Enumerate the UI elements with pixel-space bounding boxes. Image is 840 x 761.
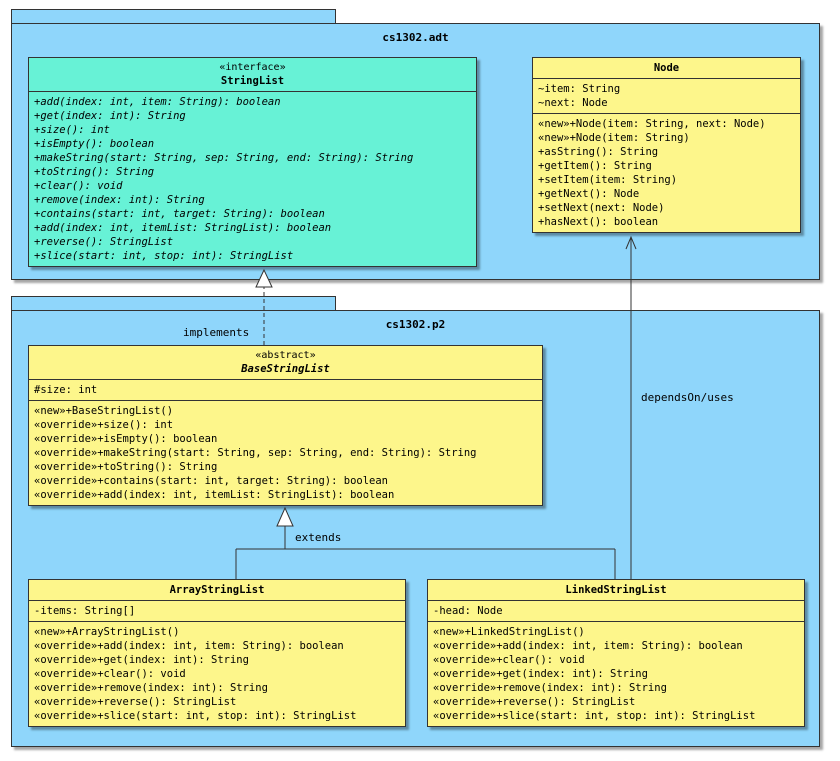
class-node-method-item: +asString(): String <box>538 146 659 158</box>
class-linked-string-list-methods: «new»+LinkedStringList() «override»+add(i… <box>428 621 804 726</box>
class-node-method-item: «new»+Node(item: String, next: Node) <box>538 118 766 130</box>
class-node-method-item: +setItem(item: String) <box>538 174 678 186</box>
class-node-method-item: +hasNext(): boolean <box>538 216 659 228</box>
class-string-list-method-item: +makeString(start: String, sep: String, … <box>34 152 414 164</box>
class-string-list-method-item: +toString(): String <box>34 166 155 178</box>
class-linked-string-list-attribute-item: -head: Node <box>433 605 503 617</box>
implements-arrowhead <box>255 268 273 288</box>
class-node-header: Node <box>533 58 800 79</box>
class-linked-string-list[interactable]: LinkedStringList -head: Node «new»+Linke… <box>427 579 805 727</box>
class-linked-string-list-method-item: «override»+clear(): void <box>433 654 585 666</box>
class-node-method-item: «new»+Node(item: String) <box>538 132 690 144</box>
class-base-string-list-method-item: «override»+add(index: int, itemList: Str… <box>34 489 395 501</box>
class-string-list-methods: +add(index: int, item: String): boolean +… <box>29 92 476 266</box>
class-base-string-list-method-item: «override»+contains(start: int, target: … <box>34 475 389 487</box>
extends-arrowhead <box>276 506 294 527</box>
depends-arrowhead <box>625 235 637 250</box>
class-string-list-method-item: +clear(): void <box>34 180 123 192</box>
class-array-string-list-method-item: «override»+clear(): void <box>34 668 186 680</box>
class-linked-string-list-method-item: «new»+LinkedStringList() <box>433 626 585 638</box>
class-base-string-list-method-item: «override»+size(): int <box>34 419 174 431</box>
depends-label: dependsOn/uses <box>641 391 734 404</box>
class-string-list-method-item: +isEmpty(): boolean <box>34 138 155 150</box>
class-node-name: Node <box>653 62 680 74</box>
class-base-string-list-stereotype: «abstract» <box>255 350 316 361</box>
implements-label: implements <box>183 326 250 339</box>
class-base-string-list-method-item: «override»+toString(): String <box>34 461 218 473</box>
class-linked-string-list-attributes: -head: Node <box>428 601 804 621</box>
class-string-list-method-item: +reverse(): StringList <box>34 236 174 248</box>
class-base-string-list-methods: «new»+BaseStringList() «override»+size():… <box>29 400 542 505</box>
class-array-string-list-methods: «new»+ArrayStringList() «override»+add(in… <box>29 621 405 726</box>
extends-label: extends <box>295 531 342 544</box>
class-array-string-list-name: ArrayStringList <box>169 584 265 596</box>
class-base-string-list-method-item: «new»+BaseStringList() <box>34 405 174 417</box>
class-array-string-list-header: ArrayStringList <box>29 580 405 601</box>
package-p2-name: cs1302.p2 <box>385 318 446 331</box>
class-string-list-method-item: +contains(start: int, target: String): b… <box>34 208 325 220</box>
class-linked-string-list-header: LinkedStringList <box>428 580 804 601</box>
class-node-methods: «new»+Node(item: String, next: Node) «new… <box>533 113 800 232</box>
class-node[interactable]: Node ~item: String ~next: Node «new»+Node… <box>532 57 801 233</box>
class-node-attribute-item: ~item: String <box>538 83 621 95</box>
class-array-string-list-method-item: «override»+slice(start: int, stop: int):… <box>34 710 357 722</box>
class-string-list-header: «interface» StringList <box>29 58 476 92</box>
class-string-list[interactable]: «interface» StringList +add(index: int, … <box>28 57 477 267</box>
class-node-method-item: +getNext(): Node <box>538 188 640 200</box>
class-linked-string-list-method-item: «override»+slice(start: int, stop: int):… <box>433 710 756 722</box>
class-base-string-list-method-item: «override»+makeString(start: String, sep… <box>34 447 477 459</box>
class-node-method-item: +setNext(next: Node) <box>538 202 665 214</box>
class-array-string-list-attributes: -items: String[] <box>29 601 405 621</box>
class-string-list-method-item: +get(index: int): String <box>34 110 186 122</box>
package-adt-name: cs1302.adt <box>382 31 449 44</box>
class-node-attributes: ~item: String ~next: Node <box>533 79 800 113</box>
class-string-list-method-item: +add(index: int, itemList: StringList): … <box>34 222 332 234</box>
class-array-string-list-method-item: «override»+get(index: int): String <box>34 654 249 666</box>
class-base-string-list-name: BaseStringList <box>241 363 330 375</box>
class-linked-string-list-method-item: «override»+reverse(): StringList <box>433 696 636 708</box>
class-array-string-list[interactable]: ArrayStringList -items: String[] «new»+A… <box>28 579 406 727</box>
class-array-string-list-attribute-item: -items: String[] <box>34 605 136 617</box>
class-base-string-list-header: «abstract» BaseStringList <box>29 346 542 380</box>
class-base-string-list-method-item: «override»+isEmpty(): boolean <box>34 433 218 445</box>
class-linked-string-list-method-item: «override»+remove(index: int): String <box>433 682 667 694</box>
class-node-method-item: +getItem(): String <box>538 160 652 172</box>
class-string-list-method-item: +size(): int <box>34 124 110 136</box>
class-array-string-list-method-item: «override»+add(index: int, item: String)… <box>34 640 344 652</box>
class-string-list-stereotype: «interface» <box>219 62 286 73</box>
class-string-list-method-item: +slice(start: int, stop: int): StringLis… <box>34 250 294 262</box>
class-array-string-list-method-item: «new»+ArrayStringList() <box>34 626 180 638</box>
class-linked-string-list-method-item: «override»+add(index: int, item: String)… <box>433 640 743 652</box>
class-array-string-list-method-item: «override»+remove(index: int): String <box>34 682 268 694</box>
class-base-string-list[interactable]: «abstract» BaseStringList #size: int «ne… <box>28 345 543 506</box>
class-array-string-list-method-item: «override»+reverse(): StringList <box>34 696 237 708</box>
class-base-string-list-attribute-item: #size: int <box>34 384 98 396</box>
class-linked-string-list-method-item: «override»+get(index: int): String <box>433 668 648 680</box>
class-string-list-method-item: +add(index: int, item: String): boolean <box>34 96 281 108</box>
class-linked-string-list-name: LinkedStringList <box>565 584 667 596</box>
class-base-string-list-attributes: #size: int <box>29 380 542 400</box>
class-string-list-method-item: +remove(index: int): String <box>34 194 205 206</box>
class-node-attribute-item: ~next: Node <box>538 97 608 109</box>
class-string-list-name: StringList <box>220 75 285 87</box>
